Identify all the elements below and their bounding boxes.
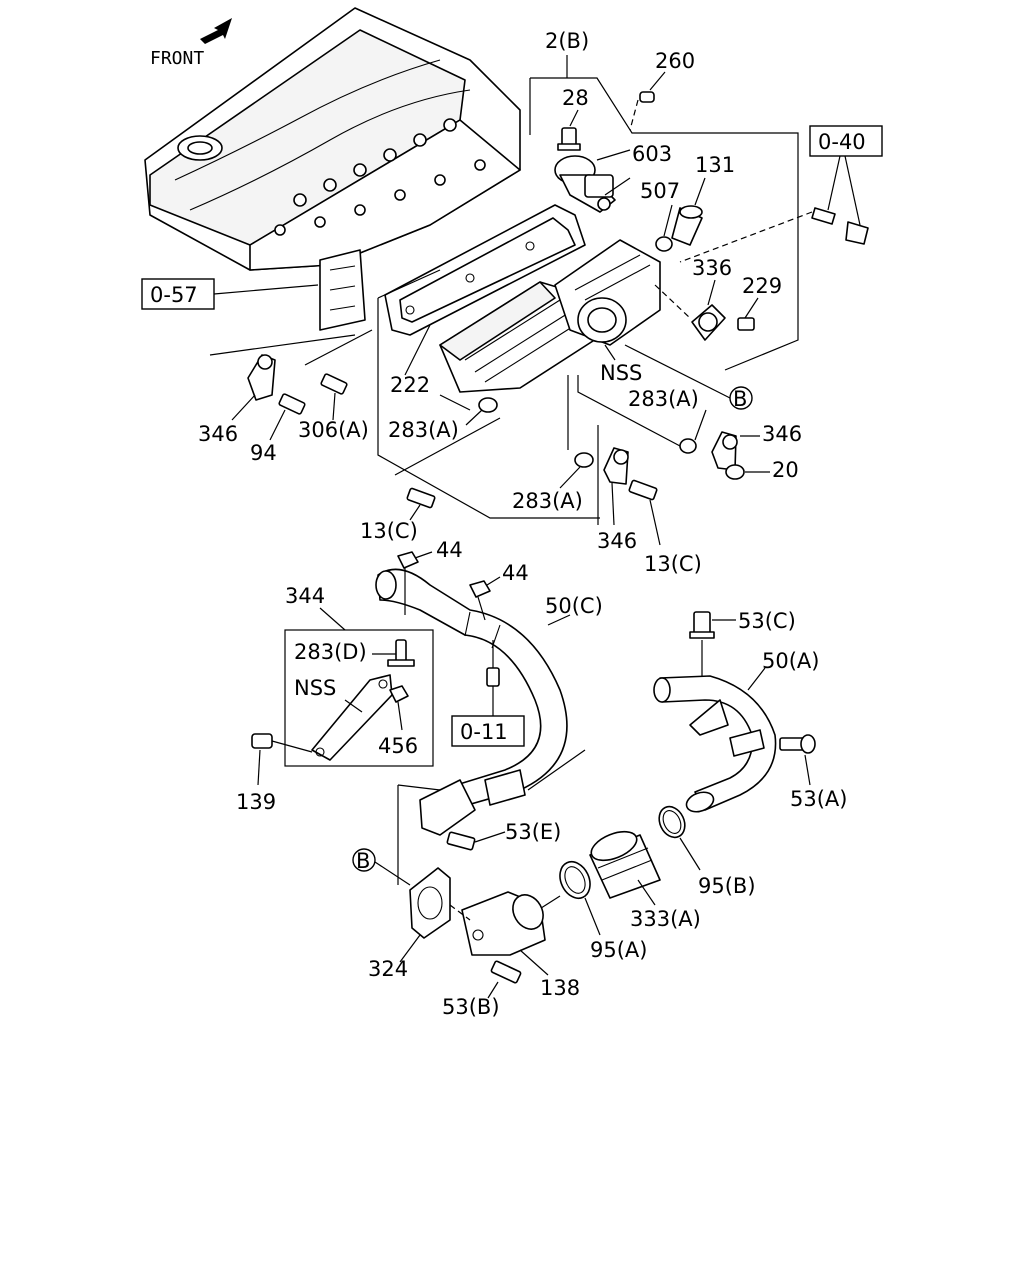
label-283a-mid: 283(A) — [512, 489, 583, 513]
nut-456 — [389, 685, 409, 703]
label-50c: 50(C) — [545, 594, 603, 618]
label-138: 138 — [540, 976, 580, 1000]
bracket-346-mid — [603, 447, 629, 485]
bracket-346-left — [247, 354, 276, 401]
label-44-left: 44 — [436, 538, 463, 562]
svg-text:0-11: 0-11 — [460, 720, 508, 744]
bolt-94 — [278, 393, 306, 415]
front-arrow-icon — [200, 18, 232, 44]
nut-44-right — [469, 580, 491, 598]
hose-333a — [589, 830, 661, 899]
label-nss-top: NSS — [600, 361, 642, 385]
bolt-28 — [557, 127, 581, 151]
label-229: 229 — [742, 274, 782, 298]
clamp-95b — [658, 805, 686, 839]
front-label: FRONT — [150, 48, 204, 69]
label-95a: 95(A) — [590, 938, 647, 962]
nut-283a-right — [679, 438, 697, 454]
label-95b: 95(B) — [698, 874, 756, 898]
label-346-mid: 346 — [597, 529, 637, 553]
label-603: 603 — [632, 142, 672, 166]
label-139: 139 — [236, 790, 276, 814]
clamp-95a — [559, 860, 591, 900]
ref-box-0-57: 0-57 — [141, 278, 215, 310]
nut-283a-left — [478, 397, 498, 413]
label-333a: 333(A) — [630, 907, 701, 931]
label-283a-left: 283(A) — [388, 418, 459, 442]
plug-260 — [639, 91, 655, 103]
nut-44-left — [397, 551, 419, 569]
label-283a-right: 283(A) — [628, 387, 699, 411]
ref-box-0-11: 0-11 — [451, 715, 525, 747]
label-13c-left: 13(C) — [360, 519, 418, 543]
bolt-53b — [490, 960, 522, 984]
svg-text:0-40: 0-40 — [818, 130, 866, 154]
pipe-elbow-138 — [461, 891, 546, 956]
sensor-connector-0-40 — [811, 207, 869, 245]
label-53c: 53(C) — [738, 609, 796, 633]
label-nss-bracket: NSS — [294, 676, 336, 700]
circle-marker-b-bottom: B — [352, 848, 376, 873]
label-456: 456 — [378, 734, 418, 758]
pipe-clamp-stud — [486, 667, 500, 687]
label-346-left: 346 — [198, 422, 238, 446]
label-53e: 53(E) — [505, 820, 561, 844]
engine-cylinder-head — [144, 7, 521, 331]
bracket-nss — [311, 674, 393, 761]
svg-text:0-57: 0-57 — [150, 283, 198, 307]
label-53a: 53(A) — [790, 787, 847, 811]
nut-283a-mid — [574, 452, 594, 468]
label-260: 260 — [655, 49, 695, 73]
label-336: 336 — [692, 256, 732, 280]
bolt-53a — [779, 734, 816, 754]
label-13c-right: 13(C) — [644, 552, 702, 576]
label-283d: 283(D) — [294, 640, 367, 664]
actuator-valve-603 — [554, 155, 616, 213]
svg-text:B: B — [356, 849, 370, 873]
bolt-13c-right — [628, 479, 658, 501]
label-50a: 50(A) — [762, 649, 819, 673]
label-94: 94 — [250, 441, 277, 465]
label-346-right: 346 — [762, 422, 802, 446]
label-20: 20 — [772, 458, 799, 482]
bracket-346-right — [711, 431, 738, 471]
bolt-229 — [737, 317, 755, 331]
pipe-131 — [671, 205, 703, 246]
label-53b: 53(B) — [442, 995, 500, 1019]
label-131: 131 — [695, 153, 735, 177]
label-28: 28 — [562, 86, 589, 110]
bolt-139 — [251, 733, 273, 749]
bolt-13c-left — [406, 487, 436, 509]
egr-pipe-50a — [653, 675, 777, 813]
gasket-222 — [384, 204, 586, 336]
egr-valve-housing — [554, 239, 661, 346]
label-44-right: 44 — [502, 561, 529, 585]
bolt-306a — [320, 373, 348, 395]
label-344: 344 — [285, 584, 325, 608]
circle-marker-b-top: B — [729, 386, 753, 411]
gasket-324 — [409, 867, 451, 939]
ref-box-0-40: 0-40 — [809, 125, 883, 157]
nut-20 — [725, 464, 745, 480]
egr-pipe-50c — [375, 568, 568, 836]
thermostat-336 — [691, 304, 726, 341]
bolt-53c — [689, 611, 715, 639]
label-507: 507 — [640, 179, 680, 203]
stud-283d — [387, 639, 415, 667]
svg-text:B: B — [733, 387, 747, 411]
label-222: 222 — [390, 373, 430, 397]
cylinder-head-bolts — [274, 118, 486, 236]
o-ring-507 — [655, 236, 673, 252]
bolt-53e — [446, 831, 476, 851]
label-306a: 306(A) — [298, 418, 369, 442]
label-2b: 2(B) — [545, 29, 589, 53]
label-324: 324 — [368, 957, 408, 981]
